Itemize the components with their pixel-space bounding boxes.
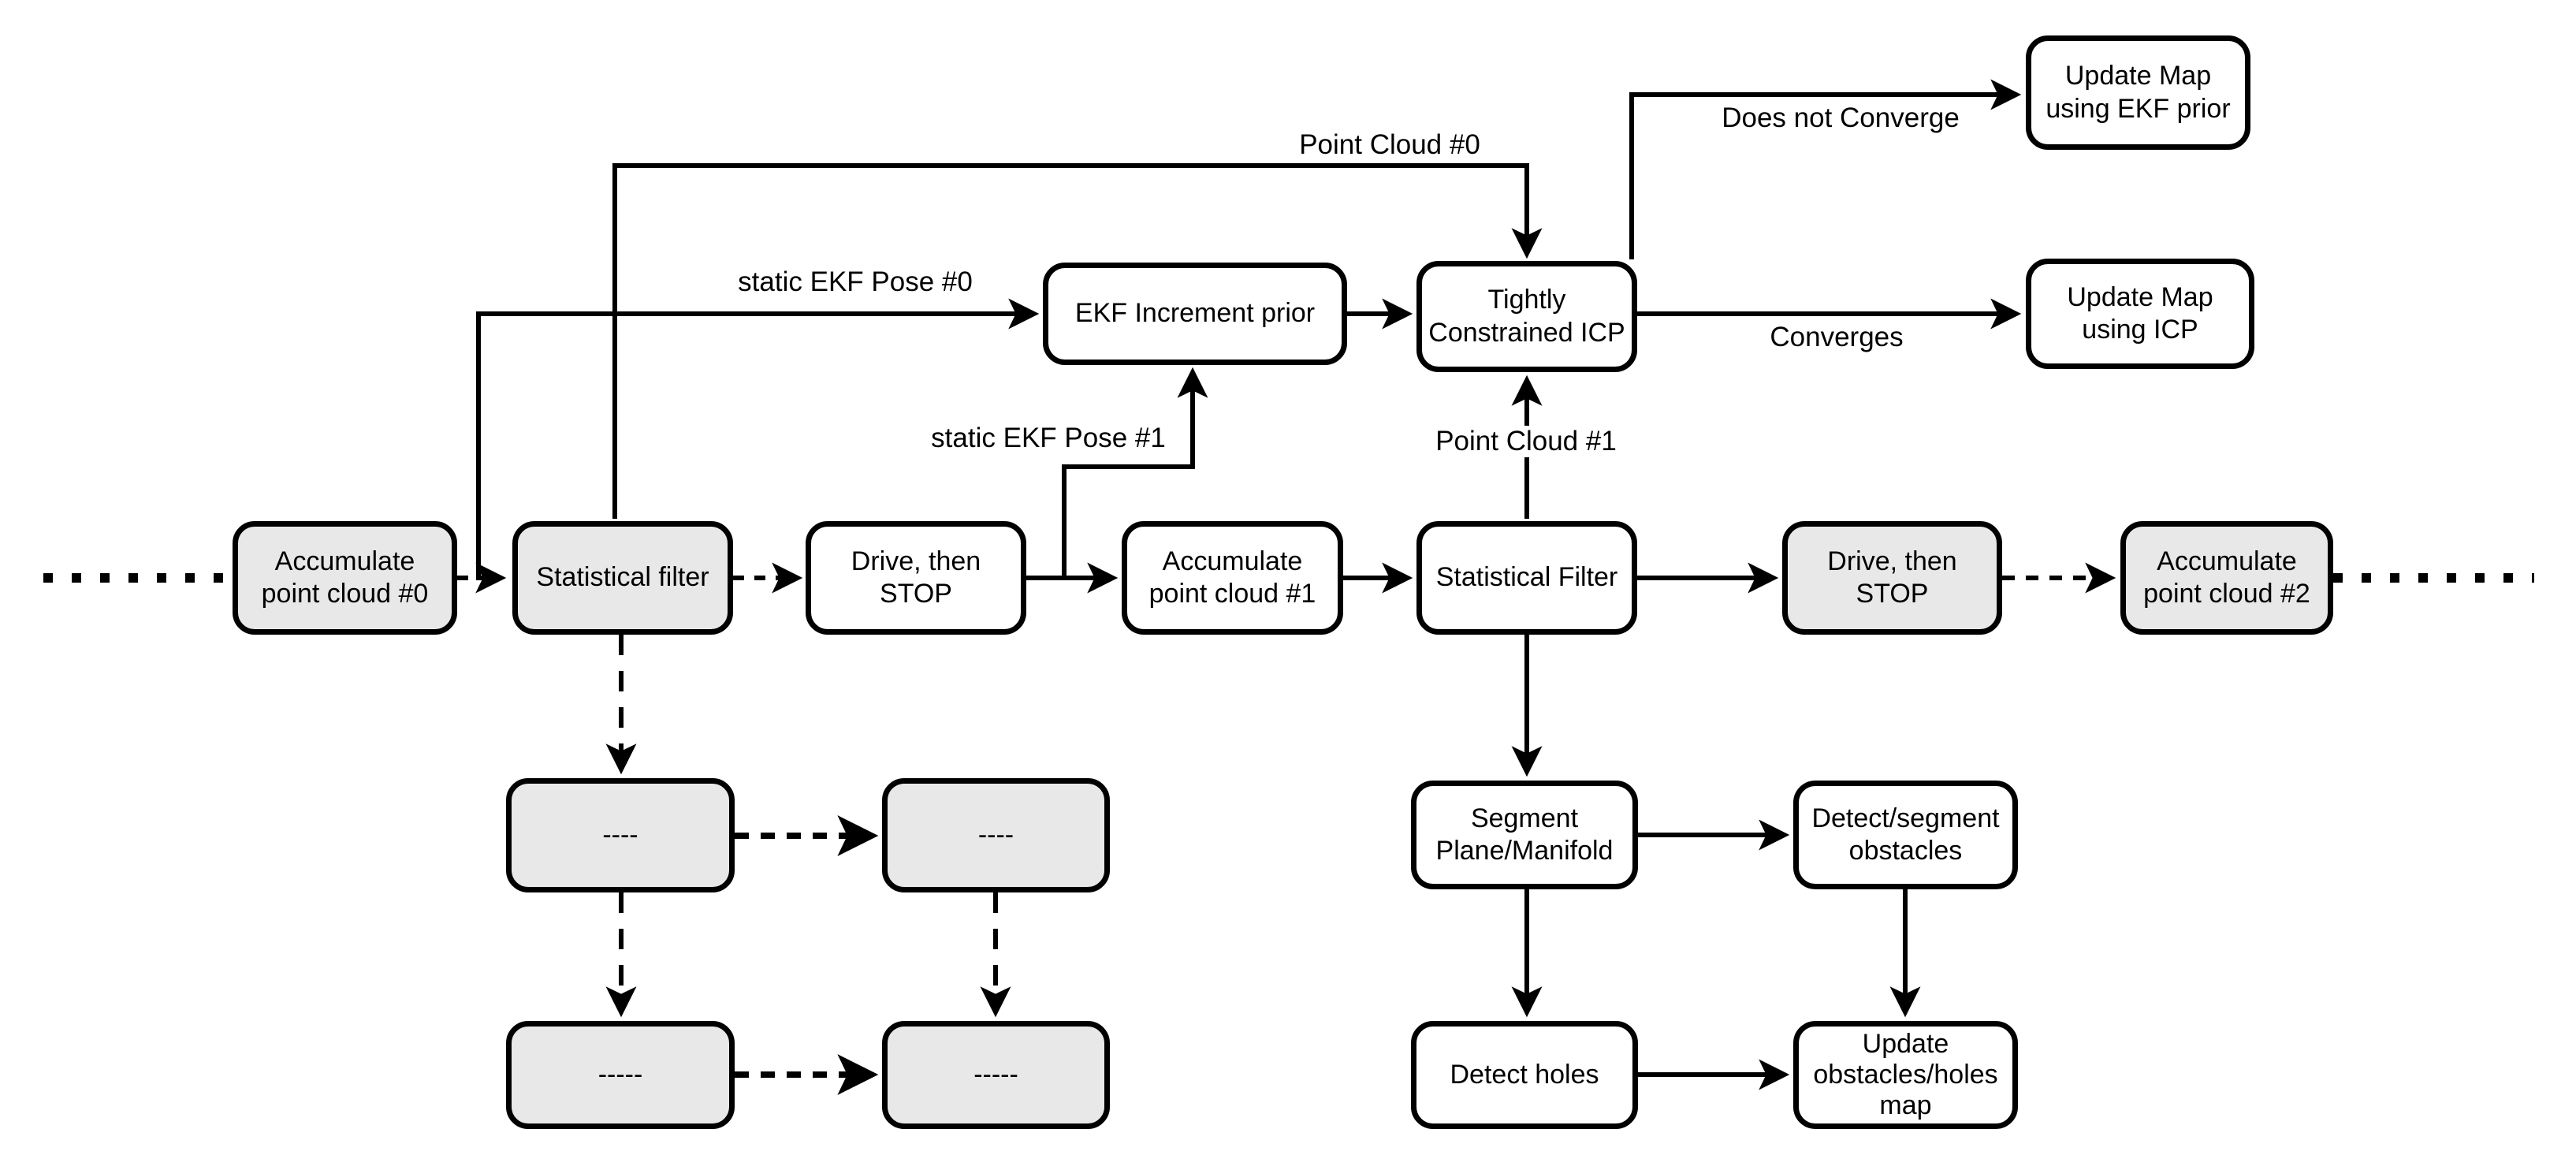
node-ekf-increment-prior: EKF Increment prior: [1043, 263, 1347, 365]
node-detect-segment-obstacles: Detect/segment obstacles: [1793, 781, 2018, 889]
node-statistical-filter-1: Statistical Filter: [1416, 521, 1637, 635]
node-dash-box-4: -----: [882, 1021, 1110, 1129]
edge-static-ekf-pose-0: [476, 298, 1040, 580]
node-tightly-constrained-icp: Tightly Constrained ICP: [1416, 261, 1637, 372]
node-drive-then-stop-0: Drive, then STOP: [806, 521, 1026, 635]
edge-label-converges: Converges: [1763, 322, 1910, 353]
edge-point-cloud-0: [612, 163, 1543, 519]
edge-label-static-ekf-pose-1: static EKF Pose #1: [925, 423, 1172, 454]
node-dash-box-2: ----: [882, 778, 1110, 892]
edge-label-point-cloud-1: Point Cloud #1: [1429, 426, 1623, 457]
node-dash-box-3: -----: [506, 1021, 735, 1129]
edge-static-ekf-pose-1: [1062, 367, 1208, 576]
node-dash-box-1: ----: [506, 778, 735, 892]
edge-label-point-cloud-0: Point Cloud #0: [1293, 129, 1487, 161]
node-accumulate-point-cloud-1: Accumulate point cloud #1: [1122, 521, 1343, 635]
edge-label-static-ekf-pose-0: static EKF Pose #0: [731, 266, 979, 298]
node-segment-plane-manifold: Segment Plane/Manifold: [1411, 781, 1638, 889]
node-update-obstacles-holes-map: Update obstacles/holes map: [1793, 1021, 2018, 1129]
node-update-map-using-icp: Update Map using ICP: [2026, 259, 2254, 369]
node-update-map-using-ekf-prior: Update Map using EKF prior: [2026, 35, 2250, 150]
node-statistical-filter-0: Statistical filter: [512, 521, 733, 635]
edge-label-does-not-converge: Does not Converge: [1715, 102, 1966, 134]
node-accumulate-point-cloud-0: Accumulate point cloud #0: [233, 521, 457, 635]
node-accumulate-point-cloud-2: Accumulate point cloud #2: [2120, 521, 2333, 635]
edge-does-not-converge: [1629, 79, 2022, 259]
node-detect-holes: Detect holes: [1411, 1021, 1638, 1129]
node-drive-then-stop-1: Drive, then STOP: [1782, 521, 2002, 635]
